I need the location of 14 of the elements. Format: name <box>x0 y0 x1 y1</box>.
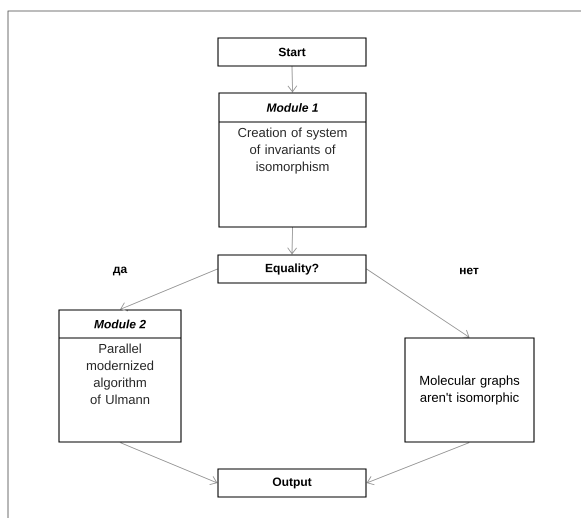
module-box: Module 1 Creation of system of invariants of isomorphism <box>218 92 367 228</box>
terminal-box: Output <box>217 468 367 498</box>
arrow <box>120 268 218 312</box>
arrow <box>287 66 298 92</box>
arrow <box>287 227 298 254</box>
arrow <box>366 442 470 486</box>
module-box: Module 2 Parallel modernized algorithm of Ulmann <box>58 309 182 443</box>
terminal-box: Equality? <box>217 254 367 284</box>
arrow <box>366 268 470 338</box>
edge-label: да <box>112 266 128 276</box>
terminal-box: Start <box>217 37 367 67</box>
edge-label: нет <box>458 266 480 276</box>
process-box: Molecular graphs aren't isomorphic <box>404 337 535 443</box>
arrow <box>120 442 218 485</box>
